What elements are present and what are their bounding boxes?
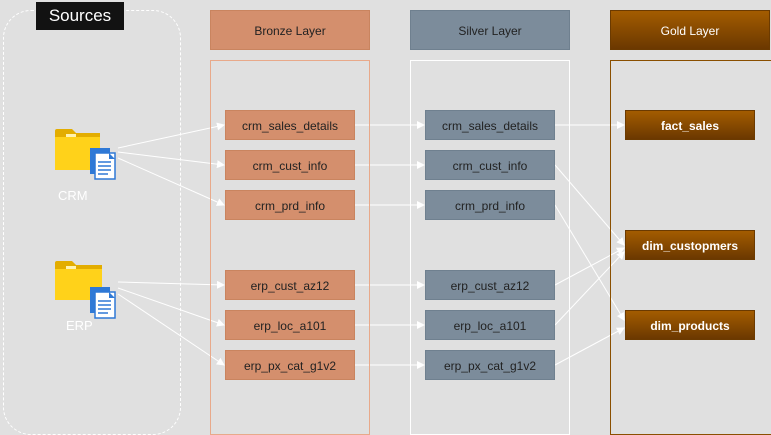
silver-layer-header: Silver Layer	[410, 10, 570, 50]
silver-node-crm-prd-info[interactable]: crm_prd_info	[425, 190, 555, 220]
erp-label: ERP	[66, 318, 93, 333]
bronze-node-crm-sales-details[interactable]: crm_sales_details	[225, 110, 355, 140]
bronze-node-erp-loc-a101[interactable]: erp_loc_a101	[225, 310, 355, 340]
edge-sg-5	[554, 251, 625, 326]
edge-crm-bronze-1	[117, 122, 225, 149]
erp-folder-document-icon	[55, 261, 116, 319]
sources-title: Sources	[36, 2, 124, 30]
bronze-layer-header: Bronze Layer	[210, 10, 370, 50]
silver-node-erp-loc-a101[interactable]: erp_loc_a101	[425, 310, 555, 340]
bronze-node-erp-cust-az12[interactable]: erp_cust_az12	[225, 270, 355, 300]
gold-layer-header: Gold Layer	[610, 10, 770, 50]
edge-erp-bronze-3	[117, 293, 225, 366]
bronze-node-erp-px-cat-g1v2[interactable]: erp_px_cat_g1v2	[225, 350, 355, 380]
edge-sg-2	[554, 164, 625, 246]
silver-node-erp-px-cat-g1v2[interactable]: erp_px_cat_g1v2	[425, 350, 555, 380]
edge-sg-6	[554, 327, 625, 366]
silver-node-erp-cust-az12[interactable]: erp_cust_az12	[425, 270, 555, 300]
gold-node-dim-customers[interactable]: dim_custopmers	[625, 230, 755, 260]
edge-erp-bronze-2	[117, 287, 225, 327]
edge-crm-bronze-2	[117, 151, 225, 169]
bronze-node-crm-prd-info[interactable]: crm_prd_info	[225, 190, 355, 220]
edge-sg-4	[554, 247, 625, 286]
silver-node-crm-cust-info[interactable]: crm_cust_info	[425, 150, 555, 180]
bronze-node-crm-cust-info[interactable]: crm_cust_info	[225, 150, 355, 180]
edge-erp-bronze-1	[117, 280, 225, 289]
edge-crm-bronze-3	[117, 157, 225, 206]
gold-node-dim-products[interactable]: dim_products	[625, 310, 755, 340]
crm-label: CRM	[58, 188, 88, 203]
silver-node-crm-sales-details[interactable]: crm_sales_details	[425, 110, 555, 140]
gold-node-fact-sales[interactable]: fact_sales	[625, 110, 755, 140]
crm-folder-document-icon	[55, 129, 116, 180]
edge-sg-3	[554, 204, 625, 321]
sources-container	[3, 10, 181, 435]
